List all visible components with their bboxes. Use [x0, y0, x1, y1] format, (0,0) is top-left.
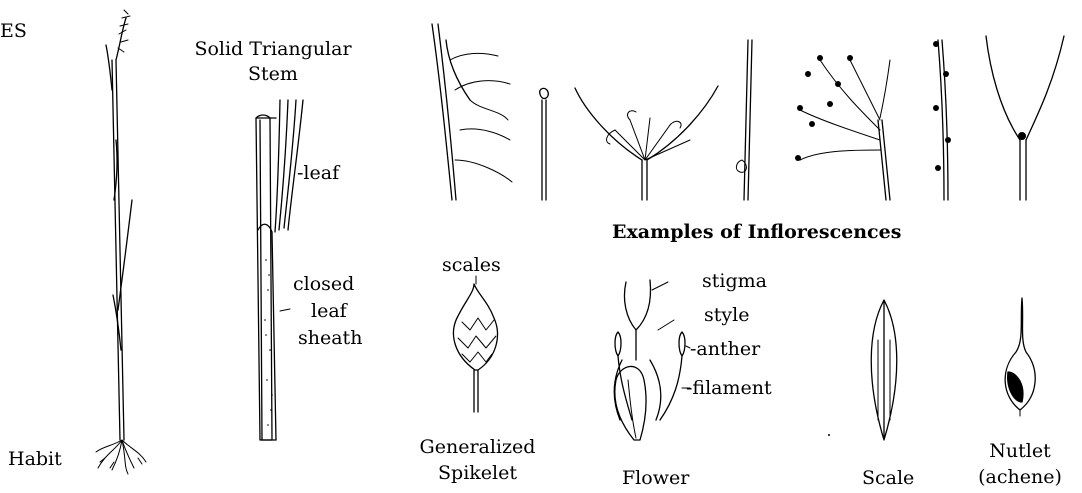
leaf-sheath-leaf-label: leaf — [311, 300, 347, 322]
spikelet-caption-line1: Generalized — [405, 436, 550, 458]
anther-label: -anther — [690, 338, 760, 360]
leaf-label: -leaf — [297, 162, 339, 184]
truncated-heading-label: ES — [0, 20, 27, 42]
inflorescences-caption: Examples of Inflorescences — [612, 221, 901, 243]
nutlet-caption-line1: Nutlet — [970, 440, 1070, 462]
flower-caption: Flower — [622, 467, 689, 489]
spikelet-caption-line2: Spikelet — [405, 462, 550, 484]
style-label: style — [704, 304, 749, 326]
spikelet-drawing — [453, 276, 497, 412]
closed-label: closed — [293, 273, 354, 295]
stem-title-line2: Stem — [188, 63, 358, 85]
sheath-label: sheath — [298, 327, 362, 349]
stem-title-line1: Solid Triangular — [188, 38, 358, 60]
filament-label: -filament — [686, 377, 772, 399]
stem-drawing — [256, 100, 303, 440]
habit-plant-drawing — [96, 10, 146, 474]
nutlet-caption-line2: (achene) — [970, 466, 1070, 488]
scale-caption: Scale — [862, 467, 914, 489]
scales-label: scales — [442, 254, 501, 276]
flower-drawing — [614, 280, 690, 440]
nutlet-drawing — [1005, 298, 1035, 416]
habit-label: Habit — [8, 448, 62, 470]
stigma-label: stigma — [702, 270, 767, 292]
inflorescence-drawings — [432, 24, 1064, 200]
scale-drawing — [871, 300, 897, 440]
